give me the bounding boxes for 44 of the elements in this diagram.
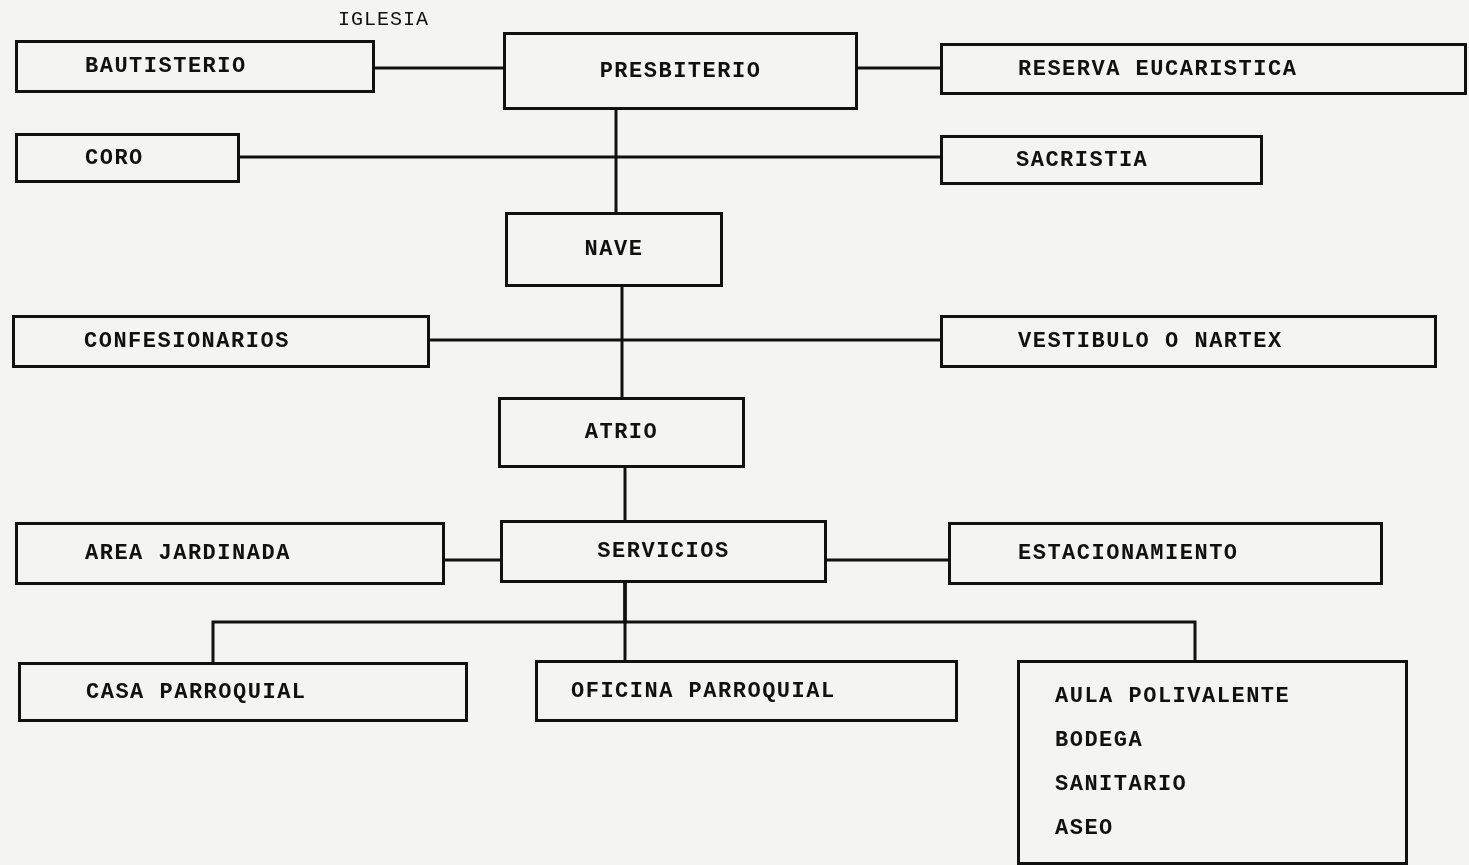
room-box xyxy=(15,40,375,93)
connector-line xyxy=(620,287,624,397)
connector-line xyxy=(445,558,500,562)
section-title: IGLESIA xyxy=(338,8,429,31)
room-label: AULA POLIVALENTE xyxy=(1055,684,1291,709)
connector-line xyxy=(623,468,627,520)
room-box xyxy=(18,662,468,722)
room-box xyxy=(940,315,1437,368)
room-label: BODEGA xyxy=(1055,728,1144,753)
room-label: CONFESIONARIOS xyxy=(84,329,290,354)
room-label: SACRISTIA xyxy=(1016,147,1149,173)
room-label: SANITARIO xyxy=(1055,772,1188,797)
room-label: BAUTISTERIO xyxy=(85,54,247,79)
room-label: RESERVA EUCARISTICA xyxy=(1018,56,1298,82)
room-box xyxy=(535,660,958,722)
room-label: CASA PARROQUIAL xyxy=(86,679,307,705)
room-label: ASEO xyxy=(1055,816,1114,841)
room-box xyxy=(940,43,1467,95)
room-box xyxy=(15,133,240,183)
room-label: CORO xyxy=(85,145,144,171)
connector-line xyxy=(623,583,1197,660)
connector-line xyxy=(430,338,940,342)
room-box xyxy=(505,212,723,287)
room-box xyxy=(500,520,827,583)
connector-line xyxy=(858,66,940,70)
room-label: SERVICIOS xyxy=(597,539,730,564)
room-label: OFICINA PARROQUIAL xyxy=(571,678,836,704)
room-label: PRESBITERIO xyxy=(599,58,762,84)
room-box xyxy=(15,522,445,585)
room-label: ESTACIONAMIENTO xyxy=(1018,541,1239,566)
connector-line xyxy=(827,558,948,562)
room-label: AREA JARDINADA xyxy=(85,541,291,566)
room-box xyxy=(948,522,1383,585)
room-box xyxy=(12,315,430,368)
room-box xyxy=(498,397,745,468)
room-box xyxy=(503,32,858,110)
connector-line xyxy=(375,66,503,70)
room-box xyxy=(1017,660,1408,865)
connector-line xyxy=(614,110,618,212)
room-label: ATRIO xyxy=(584,420,659,445)
room-label: NAVE xyxy=(584,237,644,262)
room-label: VESTIBULO O NARTEX xyxy=(1018,329,1283,354)
room-box xyxy=(940,135,1263,185)
connector-line xyxy=(240,155,940,159)
